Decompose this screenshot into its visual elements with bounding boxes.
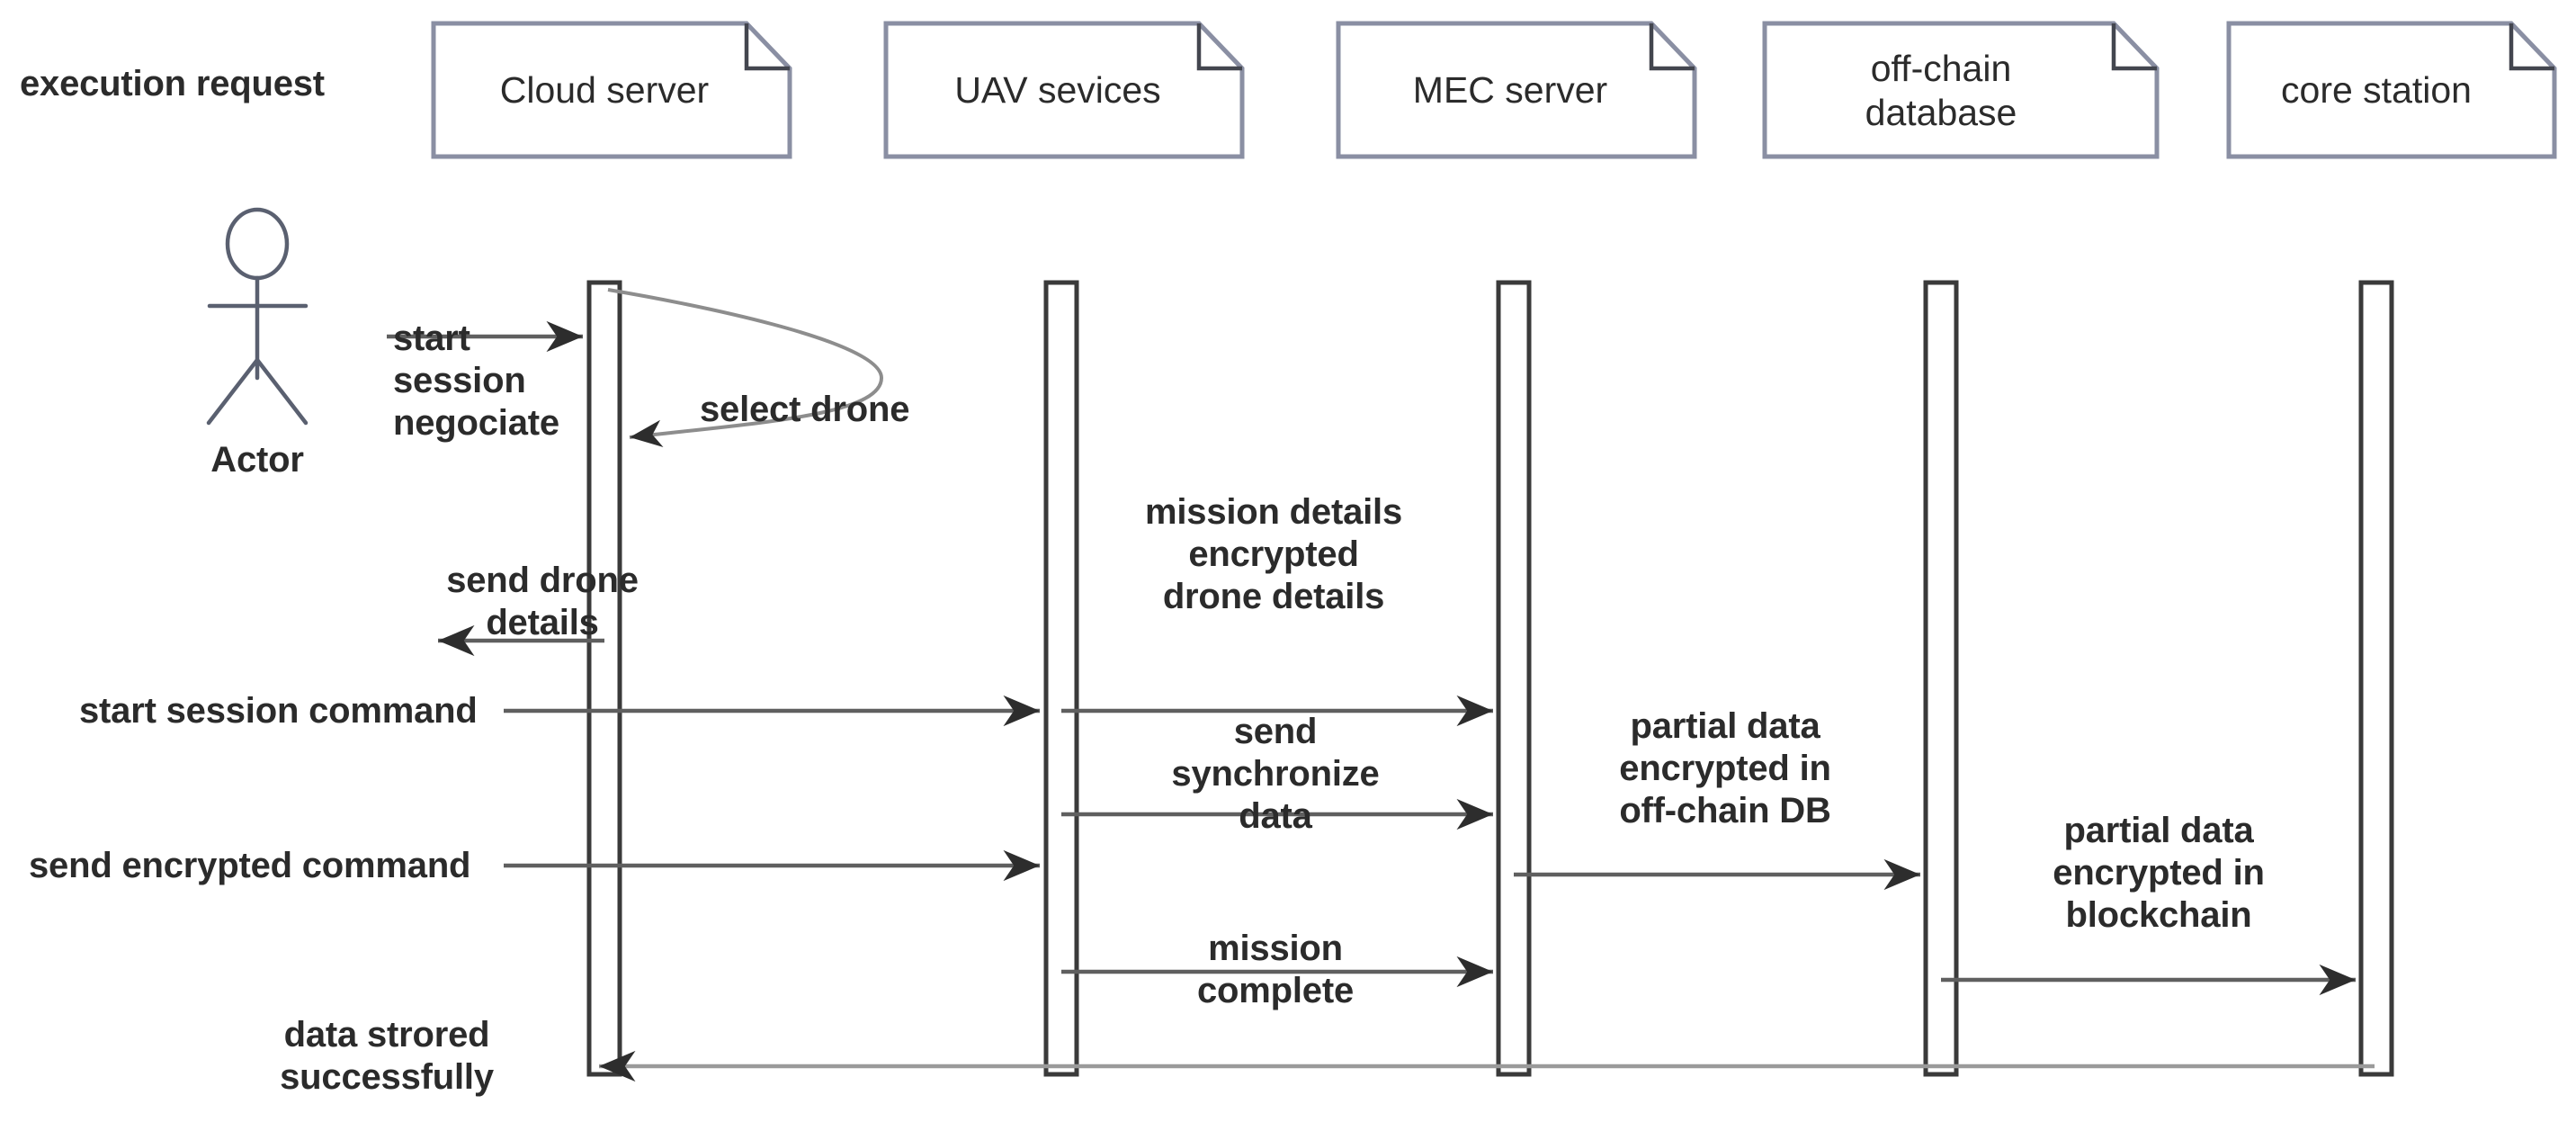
message-line: synchronize — [1171, 753, 1380, 794]
message-line: successfully — [280, 1056, 494, 1097]
participant-name-cloud-server: Cloud server — [500, 68, 709, 112]
message-line: encrypted in — [2053, 852, 2265, 893]
message-line: send drone — [446, 561, 639, 600]
activation-bar-offchain — [1923, 280, 1959, 1077]
participant-name-core-station: core station — [2281, 68, 2472, 112]
participant-name-line: core station — [2281, 69, 2472, 111]
activation-bars — [586, 280, 2394, 1077]
participant-name-line: Cloud server — [499, 69, 710, 111]
actor-figure — [206, 207, 309, 426]
message-line: negociate — [393, 402, 559, 443]
arrow-select-drone-selfloop — [607, 288, 884, 448]
actor-label: Actor — [210, 440, 304, 480]
message-line: select drone — [700, 390, 910, 429]
participant-name-line: off-chain — [1870, 48, 2012, 89]
participant-name-line: MEC server — [1412, 69, 1608, 111]
message-line: data strored — [283, 1015, 490, 1055]
message-line: partial data — [2063, 811, 2254, 850]
message-line: start — [393, 319, 470, 358]
message-label-select-drone: select drone — [700, 389, 909, 431]
activation-bar-mec — [1496, 280, 1532, 1077]
message-line: encrypted — [1188, 534, 1359, 574]
activation-bar-cloud — [586, 280, 622, 1077]
message-label-send-encrypted-command: send encrypted command — [29, 845, 470, 887]
participant-header-boxes — [431, 21, 2557, 159]
participant-name-line: database — [1865, 92, 2017, 134]
message-line: blockchain — [2065, 894, 2252, 935]
message-line: encrypted in — [1619, 748, 1831, 788]
message-line: send — [1233, 712, 1318, 751]
activation-bar-core — [2358, 280, 2394, 1077]
message-line: mission — [1208, 929, 1343, 968]
message-line: start session command — [79, 691, 478, 731]
participant-name-line: UAV sevices — [954, 69, 1161, 111]
message-line: drone details — [1162, 576, 1385, 616]
message-label-start-session-command: start session command — [79, 690, 478, 732]
execution-request-caption: execution request — [20, 64, 325, 103]
activation-bar-uav — [1043, 280, 1079, 1077]
message-line: complete — [1196, 970, 1355, 1010]
message-line: details — [486, 602, 599, 642]
participant-name-mec-server: MEC server — [1413, 68, 1607, 112]
message-line: partial data — [1630, 706, 1820, 746]
message-line: mission details — [1145, 492, 1402, 532]
message-line: off-chain DB — [1619, 790, 1831, 830]
message-line: session — [393, 360, 526, 400]
message-line: data — [1239, 795, 1312, 836]
message-line: send encrypted command — [29, 846, 471, 885]
participant-name-uav-sevices: UAV sevices — [954, 68, 1160, 112]
